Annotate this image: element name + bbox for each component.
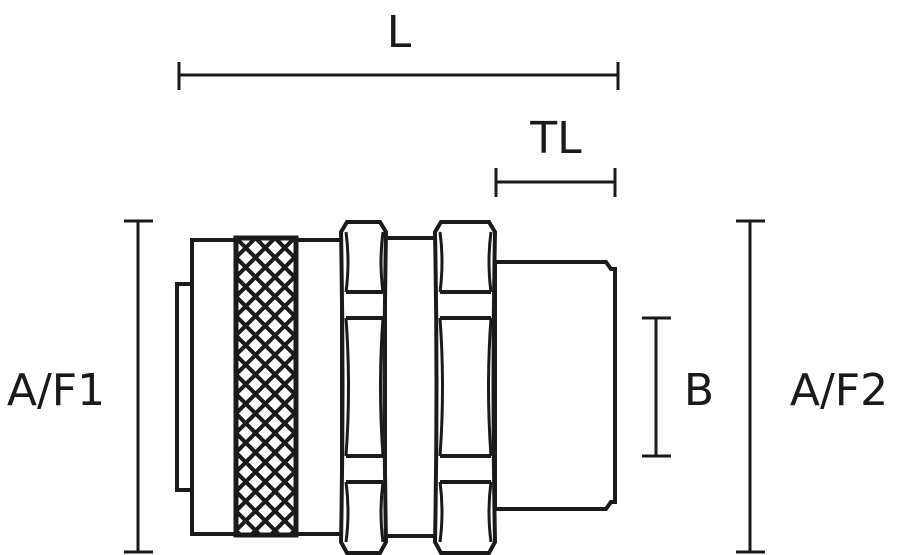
threaded-tail (493, 260, 617, 511)
fitting-body (175, 220, 617, 555)
mid-body (383, 236, 439, 538)
label-thread-length: TL (529, 113, 582, 164)
label-bore: B (684, 365, 714, 416)
left-collar (175, 282, 194, 492)
dimension-across-flats-2: A/F2 (736, 219, 888, 554)
label-across-flats-2: A/F2 (790, 365, 888, 416)
dimension-bore: B (642, 316, 714, 458)
dimension-thread-length: TL (494, 113, 617, 197)
dimension-across-flats-1: A/F1 (7, 219, 153, 554)
knurled-grip (233, 235, 299, 538)
dimension-length: L (177, 7, 620, 90)
hex-nut-1 (338, 220, 389, 555)
label-across-flats-1: A/F1 (7, 365, 105, 416)
label-length: L (387, 7, 412, 58)
hex-nut-2 (432, 220, 498, 555)
